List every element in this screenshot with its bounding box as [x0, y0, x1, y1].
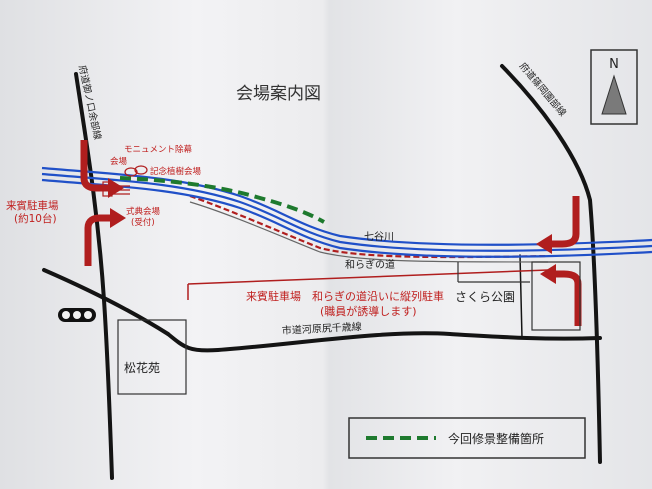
signal-lamp-3-icon [84, 311, 92, 319]
river-line-top [41, 166, 652, 246]
parking-dashed-line [189, 194, 549, 259]
red-arrows-right [536, 196, 582, 326]
north-indicator: N [590, 49, 638, 125]
monument-venue-label: 会場 [110, 156, 128, 167]
plots [117, 261, 581, 395]
park-road-line [519, 254, 523, 339]
guest-parking-main-label: 来賓駐車場 和らぎの道沿いに縦列駐車 [246, 289, 444, 303]
monument-circle-icon [124, 167, 138, 177]
signal-lamp-2-icon [73, 311, 81, 319]
river [41, 166, 652, 258]
landscape-improvement-dashed [119, 176, 325, 224]
arrow-left-top [80, 140, 110, 192]
prefectural-road-right-line [500, 64, 602, 464]
legend: 今回修景整備箇所 [348, 417, 586, 459]
north-arrow-icon [601, 74, 627, 115]
sakura-park-edge [457, 262, 530, 283]
arrow-right-bottom-head-icon [540, 264, 556, 284]
river-label: 七谷川 [364, 231, 394, 243]
branch-road-left [42, 268, 170, 336]
parking-row-line [187, 269, 549, 285]
arrow-right-bottom [552, 270, 582, 326]
sakura-park-label: さくら公園 [455, 290, 515, 304]
venue-symbols [102, 165, 148, 197]
nagomi-road-line [189, 201, 549, 263]
legend-label: 今回修景整備箇所 [448, 431, 544, 446]
shokaen-label: 松花苑 [124, 360, 160, 375]
arrow-left-bottom-head-icon [110, 208, 126, 228]
nagomi-road [187, 194, 549, 300]
guest-parking-left-count: (約10台) [14, 212, 57, 225]
north-label: N [609, 57, 619, 72]
river-line-bottom [41, 178, 652, 258]
memorial-planting-label: 記念植樹会場 [150, 166, 202, 177]
ceremony-tent-icon [102, 181, 113, 197]
arrow-right-top-head-icon [536, 234, 552, 254]
monument-label: モニュメント除幕 [124, 144, 193, 155]
north-box [590, 49, 638, 125]
arrow-left-bottom [84, 214, 112, 266]
bridge-hatch-icon [112, 185, 130, 195]
sakura-park-plot [531, 261, 581, 331]
road-network [42, 64, 602, 480]
guest-parking-left-label: 来賓駐車場 [6, 199, 59, 212]
city-road-label: 市道河原尻千歳線 [281, 320, 362, 337]
signal-lamp-1-icon [62, 311, 70, 319]
shokaen-plot [117, 319, 187, 395]
ceremony-label: 式典会場 [126, 206, 161, 217]
guest-parking-note: (職員が誘導します) [320, 304, 417, 318]
arrow-right-top [548, 196, 580, 248]
reception-label: (受付) [131, 217, 155, 228]
traffic-signal-icon [58, 308, 96, 322]
map-title: 会場案内図 [236, 84, 321, 104]
legend-box [348, 417, 586, 459]
river-line-middle [41, 172, 652, 252]
city-road-line [166, 331, 602, 353]
nagomi-road-label: 和らぎの道 [345, 258, 395, 271]
planting-circle-icon [134, 165, 148, 175]
